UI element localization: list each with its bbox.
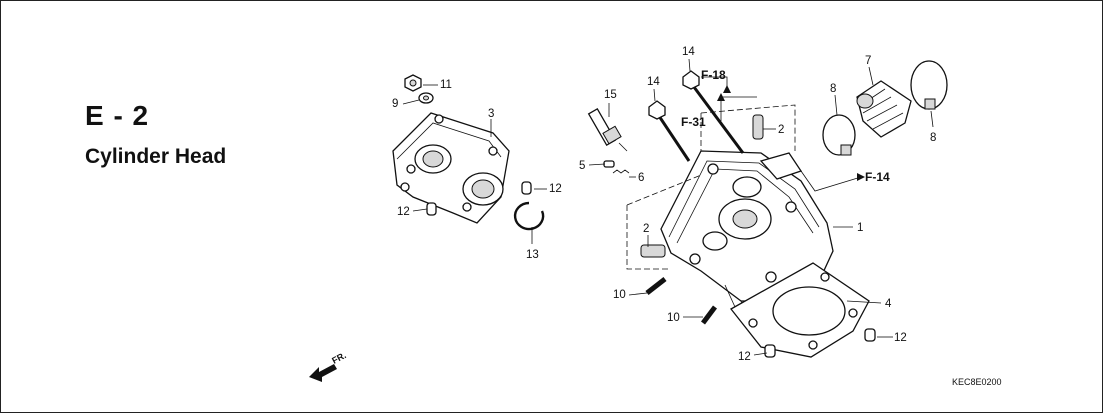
spring-6 [612,169,630,174]
ref-f18: F-18 [701,68,726,82]
f31-arrowhead [717,93,725,101]
hose-clamp-8a [822,114,856,156]
callout-6: 6 [638,172,644,184]
dowel-pin-2b [640,244,666,258]
callout-12c: 12 [894,332,907,344]
dowel-pin-12c [764,344,776,358]
dowel-pin-12a [426,202,437,216]
assembly-boundary [626,104,796,270]
drawing-code: KEC8E0200 [952,377,1002,387]
ref-f14: F-14 [865,170,890,184]
callout-12a: 12 [549,183,562,195]
cylinder-head-gasket [730,262,870,358]
callout-2b: 2 [643,223,649,235]
f14-arrowhead [857,173,865,181]
direction-label: FR. [330,350,347,366]
ref-f31: F-31 [681,115,706,129]
bolt-14b [682,70,745,154]
callout-15: 15 [604,89,617,101]
callout-1: 1 [857,222,863,234]
pin-5 [603,160,615,168]
f18-arrowhead [723,85,731,93]
callout-5: 5 [579,160,585,172]
callout-10a: 10 [613,289,626,301]
callout-8a: 8 [830,83,836,95]
dowel-pin-12b [521,181,532,195]
callout-12b: 12 [397,206,410,218]
intake-pipe-7 [856,80,912,138]
stud-bolt-10b [701,305,717,325]
hose-clamp-8b [910,60,948,110]
section-code: E - 2 [85,100,150,131]
cylinder-head [660,150,834,324]
front-arrow-icon [309,364,337,382]
callout-9: 9 [392,98,398,110]
callout-2a: 2 [778,124,784,136]
callout-3: 3 [488,108,494,120]
stud-bolt-10a [645,277,667,295]
bolt-14a [648,100,691,162]
callout-14a: 14 [647,76,660,88]
callout-13: 13 [526,249,539,261]
dowel-pin-2a [752,114,764,140]
callout-10b: 10 [667,312,680,324]
callout-4: 4 [885,298,892,310]
spark-plug-15 [587,108,628,152]
callout-8b: 8 [930,132,936,144]
washer-9 [418,92,434,104]
circlip-13 [513,201,545,231]
camshaft-holder [392,112,510,224]
dowel-pin-12d [864,328,876,342]
callout-7: 7 [865,55,871,67]
page-title: Cylinder Head [85,145,227,168]
callout-11: 11 [440,79,452,91]
callout-12d: 12 [738,351,751,363]
nut-11 [404,74,422,92]
callout-14b: 14 [682,46,695,58]
